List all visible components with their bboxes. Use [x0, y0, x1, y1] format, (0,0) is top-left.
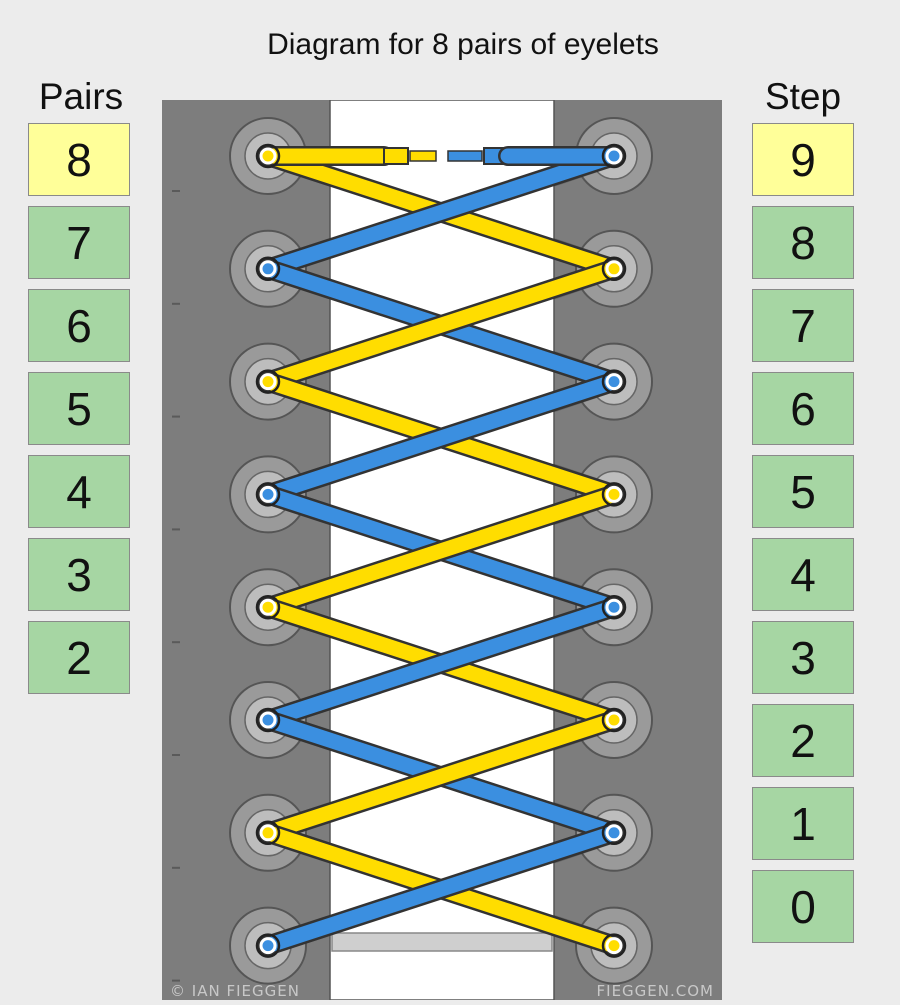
- step-label: Step: [764, 76, 842, 117]
- lace-segment: [260, 374, 622, 502]
- credit-left: © IAN FIEGGEN: [170, 982, 300, 1000]
- eyelet-hole: [601, 933, 627, 958]
- eyelet-hole: [601, 369, 627, 394]
- eyelet-hole: [601, 707, 627, 733]
- lace-segment: [260, 148, 622, 277]
- lace-segment: [260, 825, 622, 954]
- step-button-6[interactable]: 6: [752, 372, 854, 445]
- step-button-4[interactable]: 4: [752, 538, 854, 611]
- eyelet-hole-highlight: [259, 147, 277, 165]
- eyelet-hole: [601, 256, 627, 282]
- diagram-title: Diagram for 8 pairs of eyelets: [267, 28, 659, 61]
- pairs-button-4[interactable]: 4: [28, 455, 130, 528]
- eyelet-hole: [601, 594, 627, 620]
- eyelet-hole-highlight: [259, 711, 277, 729]
- eyelet-hole: [601, 820, 627, 846]
- lace-aglet-right: [447, 150, 483, 162]
- pairs-button-8[interactable]: 8: [28, 123, 130, 196]
- eyelet-hole: [255, 256, 281, 282]
- step-selector: 9 8 7 6 5 4 3 2 1 0: [752, 123, 854, 953]
- step-button-8[interactable]: 8: [752, 206, 854, 279]
- lace-over-segments: [258, 146, 624, 956]
- step-button-5[interactable]: 5: [752, 455, 854, 528]
- pairs-selector: 8 7 6 5 4 3 2: [28, 123, 130, 704]
- eyelet-hole-highlight: [605, 598, 623, 616]
- step-button-2[interactable]: 2: [752, 704, 854, 777]
- step-button-9[interactable]: 9: [752, 123, 854, 196]
- eyelet-hole-highlight: [605, 937, 623, 955]
- pairs-button-5[interactable]: 5: [28, 372, 130, 445]
- eyelet-hole: [255, 933, 281, 958]
- eyelet-hole: [601, 143, 627, 169]
- lace-segment: [260, 712, 622, 841]
- lacing-diagram: © IAN FIEGGEN FIEGGEN.COM: [162, 100, 722, 1000]
- lace-segment: [260, 599, 622, 728]
- lace-aglet-left: [409, 150, 437, 162]
- eyelet-hole-highlight: [259, 373, 277, 391]
- eyelet-hole-highlight: [605, 147, 623, 165]
- eyelet-hole-highlight: [259, 485, 277, 503]
- pairs-label: Pairs: [38, 76, 124, 117]
- pairs-button-3[interactable]: 3: [28, 538, 130, 611]
- eyelet-hole-highlight: [605, 373, 623, 391]
- credit-right: FIEGGEN.COM: [597, 982, 714, 1000]
- eyelet-hole-highlight: [605, 711, 623, 729]
- step-button-1[interactable]: 1: [752, 787, 854, 860]
- lace-tip-left: [383, 147, 409, 165]
- pairs-button-7[interactable]: 7: [28, 206, 130, 279]
- lacing-diagram-svg: © IAN FIEGGEN FIEGGEN.COM: [162, 100, 722, 1000]
- pairs-button-6[interactable]: 6: [28, 289, 130, 362]
- eyelet-hole-highlight: [605, 824, 623, 842]
- shoe-edge-stitching: [172, 190, 180, 982]
- tongue-bottom-lace: [331, 932, 553, 952]
- eyelet-hole: [255, 820, 281, 846]
- pairs-button-2[interactable]: 2: [28, 621, 130, 694]
- step-button-3[interactable]: 3: [752, 621, 854, 694]
- eyelet-hole-highlight: [259, 824, 277, 842]
- eyelet-hole: [255, 143, 281, 169]
- eyelet-holes: [255, 143, 627, 958]
- eyelet-hole: [255, 594, 281, 620]
- eyelet-hole: [255, 482, 281, 507]
- eyelet-hole: [255, 369, 281, 394]
- eyelet-hole-highlight: [259, 937, 277, 955]
- eyelet-hole-highlight: [259, 260, 277, 278]
- step-button-7[interactable]: 7: [752, 289, 854, 362]
- lace-segment: [260, 261, 622, 390]
- eyelet-hole-highlight: [605, 260, 623, 278]
- eyelet-hole: [255, 707, 281, 733]
- step-button-0[interactable]: 0: [752, 870, 854, 943]
- lace-segment: [260, 486, 622, 615]
- eyelet-hole-highlight: [605, 485, 623, 503]
- eyelet-hole: [601, 482, 627, 507]
- eyelet-hole-highlight: [259, 598, 277, 616]
